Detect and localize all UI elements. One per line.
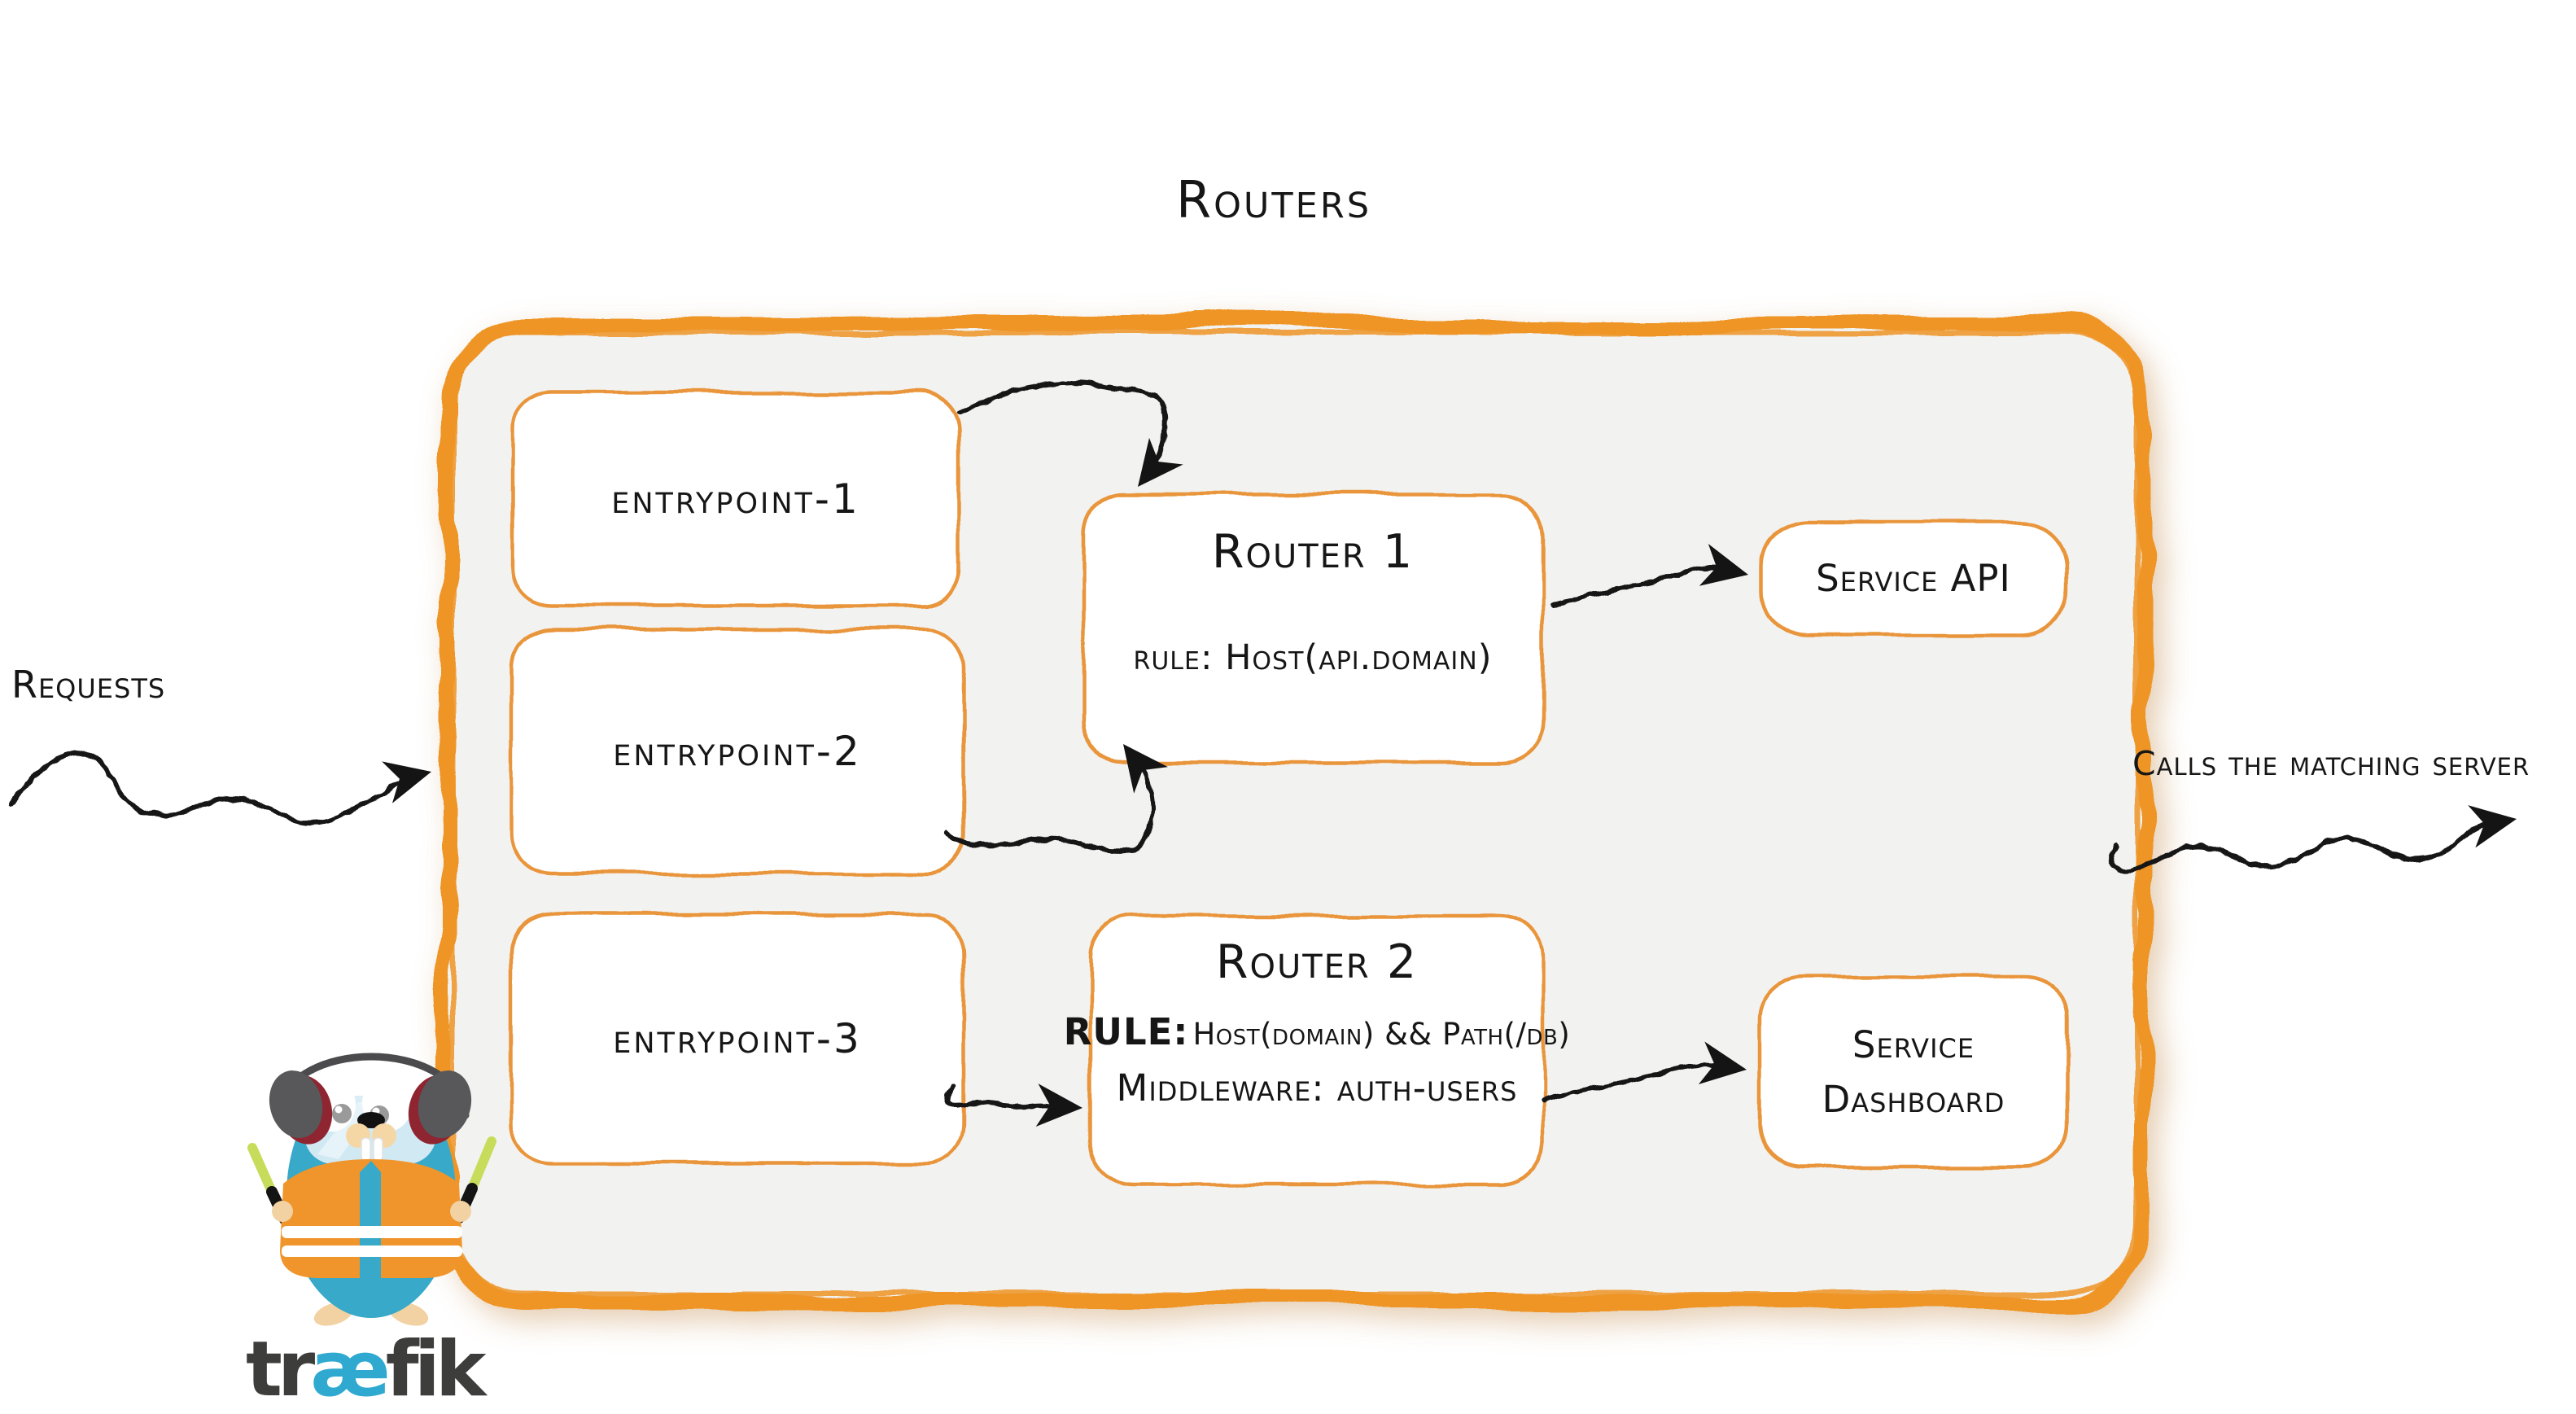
arrowhead-into-serviceapi	[1699, 543, 1748, 586]
service-dashboard-label: Service Dashboard	[1760, 977, 2067, 1167]
entrypoint-3-label: entrypoint-3	[613, 1015, 862, 1062]
arrow-router1-serviceapi	[1550, 564, 1723, 608]
router-2-box	[1088, 913, 1546, 1187]
requests-label: Requests	[11, 663, 166, 707]
gopher-vest	[280, 1159, 462, 1278]
service-dashboard-line1: Service	[1852, 1022, 1975, 1066]
router-1-box	[1080, 492, 1546, 765]
arrowhead-into-router1-bottom	[1123, 744, 1168, 794]
entrypoint-1-label: entrypoint-1	[611, 475, 860, 523]
router-1-content: Router 1 rule: Host(api.domain)	[1082, 494, 1543, 763]
wordmark-ae: æ	[310, 1325, 390, 1414]
gopher-nose	[357, 1112, 385, 1128]
wordmark-pre: tr	[246, 1325, 315, 1414]
service-dashboard-line2: Dashboard	[1822, 1078, 2005, 1121]
router-2-name: Router 2	[1215, 935, 1419, 989]
arrowhead-into-router1-top	[1138, 437, 1183, 487]
arrowhead-into-servicedashboard	[1698, 1041, 1747, 1084]
entrypoint-2-label: entrypoint-2	[613, 728, 862, 775]
requests-arrow	[7, 751, 411, 825]
arrow-entrypoint3-router2	[945, 1083, 1067, 1111]
calls-arrow	[2109, 821, 2490, 873]
calls-arrowhead	[2468, 805, 2517, 848]
entrypoint-2-box	[509, 627, 966, 876]
routers-container-inner-stroke	[449, 329, 2141, 1298]
calls-label: Calls the matching server	[2132, 744, 2530, 783]
gopher-teeth	[361, 1137, 383, 1162]
router-2-content: Router 2 RULE: Host(domain) && Path(/db)…	[1064, 916, 1570, 1184]
diagram-title: Routers	[1175, 170, 1371, 230]
traefik-wordmark: træfik	[246, 1325, 523, 1414]
gopher-hands	[272, 1201, 471, 1222]
router-1-rule: rule: Host(api.domain)	[1133, 637, 1493, 678]
router-2-rule-label: RULE:	[1063, 1010, 1189, 1053]
traefik-logo	[247, 1053, 496, 1326]
arrowhead-into-router2	[1035, 1083, 1082, 1127]
entrypoint-3-box	[509, 912, 966, 1166]
requests-arrowhead	[382, 761, 431, 803]
service-dashboard-box	[1757, 974, 2070, 1170]
entrypoint-1-box	[510, 390, 961, 608]
router-2-rule-value: Host(domain) && Path(/db)	[1192, 1017, 1571, 1052]
service-api-label: Service API	[1816, 557, 2011, 601]
arrow-entrypoint2-router1	[943, 755, 1155, 854]
arrow-heads	[382, 437, 2517, 1127]
wordmark-post: fik	[385, 1325, 487, 1414]
arrow-entrypoint1-router1	[958, 380, 1169, 476]
service-api-box	[1759, 519, 2068, 638]
router-2-rule-line: RULE: Host(domain) && Path(/db)	[1064, 1010, 1571, 1053]
gopher-headphones	[269, 1053, 472, 1145]
arrow-router2-servicedashboard	[1542, 1062, 1720, 1101]
router-2-middleware: Middleware: auth-users	[1116, 1066, 1518, 1110]
router-1-name: Router 1	[1211, 525, 1415, 579]
